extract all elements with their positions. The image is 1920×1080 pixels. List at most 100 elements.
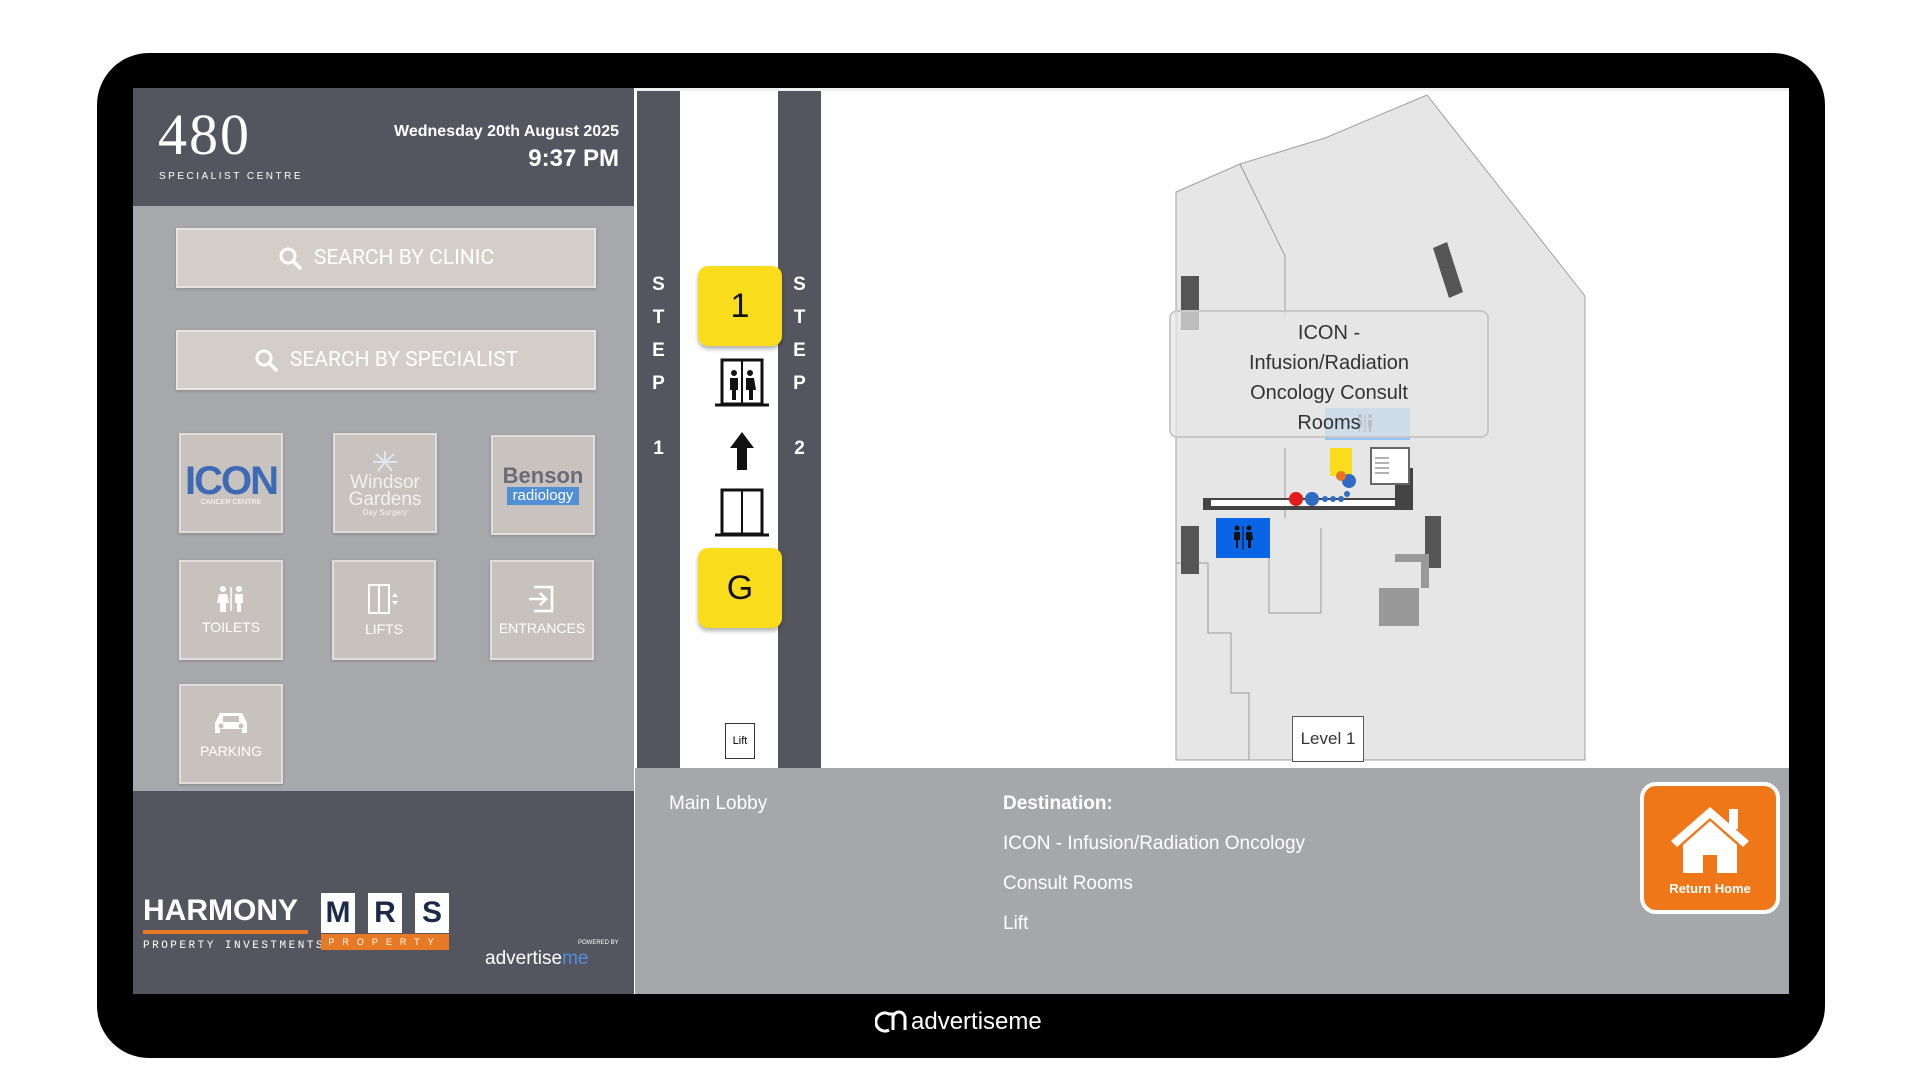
search-by-specialist-label: SEARCH BY SPECIALIST xyxy=(289,348,519,372)
step-2-letter-p: P xyxy=(793,373,806,394)
destination-line-3: Lift xyxy=(1003,913,1029,934)
route-dot-4 xyxy=(1338,496,1344,502)
destination-title: Destination: xyxy=(1003,793,1113,814)
popup-line-2: Infusion/Radiation xyxy=(1248,352,1410,374)
sidebar: 480 SPECIALIST CENTRE Wednesday 20th Aug… xyxy=(133,88,634,994)
current-date: Wednesday 20th August 2025 xyxy=(394,123,619,140)
step-2-letter-e: E xyxy=(793,340,806,361)
mrs-logo-r: R xyxy=(368,893,402,933)
level-label: Level 1 xyxy=(1292,716,1364,762)
entrances-button[interactable]: ENTRANCES xyxy=(490,560,594,660)
toilets-label: TOILETS xyxy=(201,619,261,635)
directions-panel: Main Lobby Destination: ICON - Infusion/… xyxy=(635,768,1789,994)
mrs-logo-s: S xyxy=(415,893,449,933)
parking-button[interactable]: PARKING xyxy=(179,684,283,784)
toilets-icon xyxy=(217,586,243,612)
advertiseme-small-text: advertise xyxy=(485,948,563,969)
harmony-logo-subtitle: PROPERTY INVESTMENTS xyxy=(143,940,326,952)
route-start-dot xyxy=(1289,492,1303,506)
route-dot-2 xyxy=(1322,496,1328,502)
mrs-logo-m: M xyxy=(321,893,355,933)
floor-plan-inner-line-2 xyxy=(1176,562,1250,760)
stairs-left-mid xyxy=(1181,526,1199,574)
floor-1-button[interactable]: 1 xyxy=(698,266,782,346)
kiosk-screen: 480 SPECIALIST CENTRE Wednesday 20th Aug… xyxy=(133,88,1789,994)
floor-plan-grey-block xyxy=(1379,588,1419,626)
destination-popup: ICON - Infusion/Radiation Oncology Consu… xyxy=(1169,310,1489,438)
entrance-icon xyxy=(529,585,554,613)
lifts-label: LIFTS xyxy=(364,621,404,637)
lift-empty-icon xyxy=(715,488,769,537)
entrances-label: ENTRANCES xyxy=(498,620,586,636)
benson-line2: radiology xyxy=(506,487,580,505)
floor-plan-inner-line-1 xyxy=(1239,163,1286,316)
bezel-brand-text: advertiseme xyxy=(911,1008,1042,1035)
windsor-gardens-line1: Windsor xyxy=(350,471,420,493)
mrs-logo-subtitle: PROPERTY xyxy=(321,934,449,950)
destination-line-2: Consult Rooms xyxy=(1003,873,1133,894)
origin-location: Main Lobby xyxy=(669,793,768,814)
step-2-letter-s: S xyxy=(793,274,806,295)
popup-line-1: ICON - xyxy=(1297,322,1361,344)
step-1-letter-p: P xyxy=(652,373,665,394)
popup-line-3: Oncology Consult xyxy=(1250,382,1408,404)
toilet-block-icon xyxy=(1234,525,1253,550)
icon-cancer-centre-logo: ICON xyxy=(185,458,279,503)
clinic-tile-benson-radiology[interactable]: Benson radiology xyxy=(491,435,595,535)
destination-dot xyxy=(1336,471,1346,481)
step-2-letter-t: T xyxy=(793,307,806,328)
step-1-letter-e: E xyxy=(652,340,665,361)
floor-plan-inner-line-3 xyxy=(1268,528,1322,614)
return-home-button[interactable]: Return Home xyxy=(1640,782,1780,914)
floor-plan-step xyxy=(1395,554,1429,588)
clinic-tile-windsor-gardens[interactable]: Windsor Gardens Day Surgery xyxy=(333,433,437,533)
search-by-clinic-button[interactable]: SEARCH BY CLINIC xyxy=(176,228,596,288)
step-1-bar: S T E P 1 xyxy=(637,91,680,768)
sidebar-header: 480 SPECIALIST CENTRE Wednesday 20th Aug… xyxy=(133,88,634,206)
arrow-up-icon xyxy=(730,432,754,470)
site-logo-subtitle: SPECIALIST CENTRE xyxy=(159,171,304,182)
map-area: S T E P 1 S T E P 2 1 G L xyxy=(635,88,1789,768)
harmony-logo: HARMONY xyxy=(143,894,298,927)
floor-g-button[interactable]: G xyxy=(698,548,782,628)
powered-by-label: POWERED BY xyxy=(578,940,619,946)
room-stairs xyxy=(1375,457,1389,474)
lift-icon xyxy=(368,584,398,614)
advertiseme-logo-icon xyxy=(875,1010,907,1033)
current-time: 9:37 PM xyxy=(528,145,619,172)
route-dot-5 xyxy=(1344,491,1350,497)
room-outline xyxy=(1370,447,1410,485)
search-by-specialist-button[interactable]: SEARCH BY SPECIALIST xyxy=(176,330,596,390)
step-2-number: 2 xyxy=(794,438,805,459)
sunburst-icon xyxy=(373,450,397,472)
step-1-letter-s: S xyxy=(652,274,665,295)
lift-people-icon xyxy=(715,358,769,407)
toilets-button[interactable]: TOILETS xyxy=(179,560,283,660)
step-2-bar: S T E P 2 xyxy=(778,91,821,768)
lift-tag: Lift xyxy=(725,723,755,759)
sidebar-footer xyxy=(133,791,634,994)
site-logo[interactable]: 480 xyxy=(158,102,251,167)
search-icon xyxy=(255,349,278,372)
parking-label: PARKING xyxy=(200,743,262,759)
destination-marker-bg xyxy=(1330,448,1352,476)
car-icon xyxy=(215,713,247,733)
route-dot-1 xyxy=(1305,492,1319,506)
icon-cancer-centre-sub: CANCER CENTRE xyxy=(200,498,262,506)
harmony-logo-bar xyxy=(143,930,308,934)
search-by-clinic-label: SEARCH BY CLINIC xyxy=(313,246,495,270)
bezel-brand-logo: advertiseme xyxy=(875,1008,1042,1036)
windsor-gardens-line2: Gardens xyxy=(348,488,422,510)
lifts-button[interactable]: LIFTS xyxy=(332,560,436,660)
search-icon xyxy=(279,247,302,270)
route-dot-3 xyxy=(1330,496,1336,502)
home-icon xyxy=(1671,806,1749,873)
stairs-right-top xyxy=(1433,242,1463,298)
map-top-edge xyxy=(635,88,1789,91)
clinic-tile-icon[interactable]: ICON CANCER CENTRE xyxy=(179,433,283,533)
popup-line-4: Rooms xyxy=(1297,412,1361,434)
return-home-label: Return Home xyxy=(1669,880,1751,896)
destination-line-1: ICON - Infusion/Radiation Oncology xyxy=(1003,833,1306,854)
windsor-gardens-sub: Day Surgery xyxy=(362,507,408,517)
step-1-number: 1 xyxy=(653,438,664,459)
